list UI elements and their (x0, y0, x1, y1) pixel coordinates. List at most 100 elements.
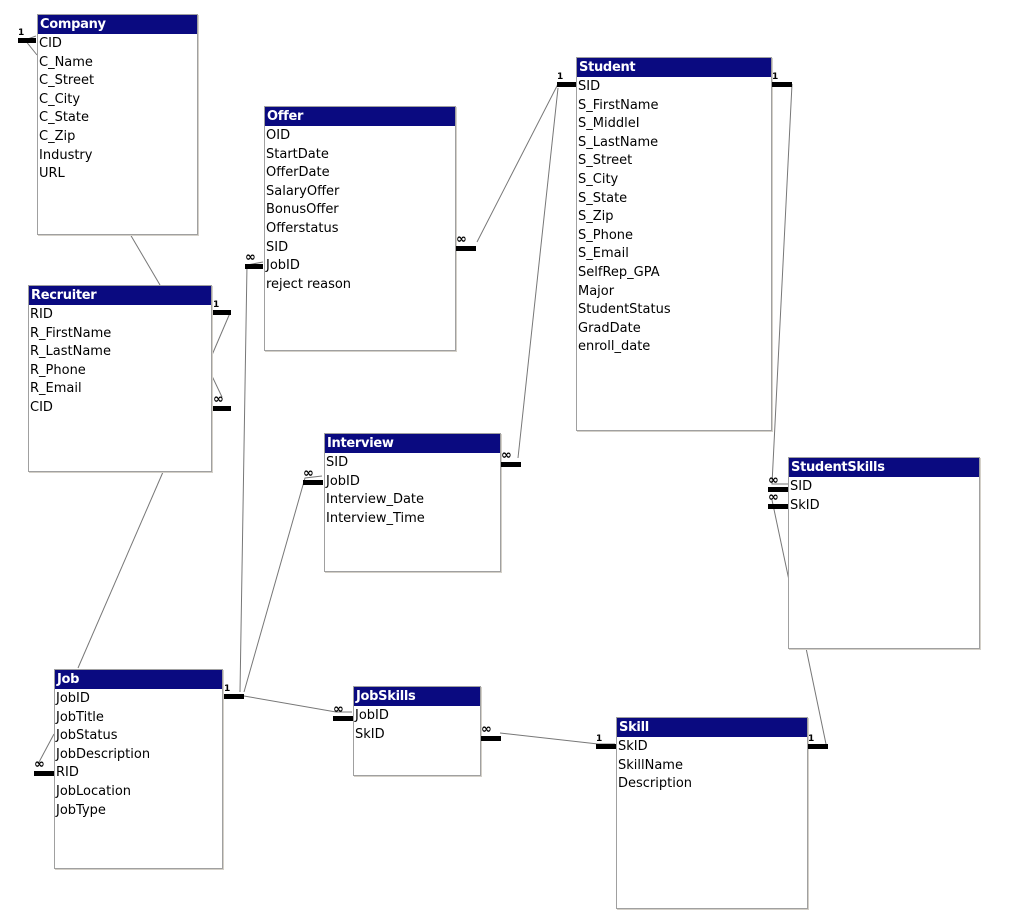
field-jobid[interactable]: JobID (56, 691, 90, 706)
cardinality-label: ∞ (303, 466, 314, 481)
link-recruiter-offer[interactable] (211, 375, 223, 398)
field-rid[interactable]: RID (56, 765, 79, 781)
table-title[interactable]: Skill (617, 718, 807, 737)
field-sid[interactable]: SID (326, 455, 349, 470)
cardinality-label: ∞ (213, 392, 224, 407)
cardinality-label: ∞ (768, 473, 779, 488)
field-salaryoffer[interactable]: SalaryOffer (266, 183, 340, 199)
link-studentskills-skill[interactable] (805, 647, 827, 745)
field-s-email[interactable]: S_Email (578, 246, 629, 262)
field-jobstatus[interactable]: JobStatus (56, 728, 118, 744)
field-cid[interactable]: CID (30, 399, 53, 415)
link-company-recruiter-2[interactable] (129, 233, 161, 286)
field-s-street[interactable]: S_Street (578, 153, 633, 169)
field-jobtype[interactable]: JobType (56, 802, 106, 818)
field-c-street[interactable]: C_Street (39, 73, 95, 89)
field-jobid[interactable]: JobID (326, 473, 360, 489)
field-description[interactable]: Description (618, 776, 693, 792)
field-cid[interactable]: CID (39, 36, 62, 51)
cardinality-many: ∞ (213, 393, 231, 411)
field-major[interactable]: Major (578, 283, 615, 299)
link-job-rid[interactable] (37, 733, 55, 765)
field-industry[interactable]: Industry (39, 147, 93, 163)
table-studentskills[interactable]: StudentSkills SID SkID (788, 457, 980, 649)
field-skid[interactable]: SkID (618, 739, 648, 754)
link-recruiter-job[interactable] (77, 471, 164, 669)
cardinality-one: 1 (808, 735, 828, 749)
field-oid[interactable]: OID (266, 128, 291, 143)
link-student-studentskills[interactable] (771, 83, 793, 485)
field-joblocation[interactable]: JobLocation (56, 783, 132, 799)
table-title[interactable]: Recruiter (29, 286, 211, 305)
field-s-city[interactable]: S_City (578, 171, 619, 187)
field-jobid[interactable]: JobID (266, 258, 300, 274)
table-jobskills[interactable]: JobSkills JobID SkID (353, 686, 481, 776)
field-graddate[interactable]: GradDate (578, 320, 641, 336)
link-offer-student[interactable] (476, 83, 576, 243)
cardinality-many: ∞ (768, 474, 788, 492)
field-sid[interactable]: SID (266, 239, 289, 255)
field-skid[interactable]: SkID (355, 726, 385, 742)
field-url[interactable]: URL (39, 166, 65, 182)
field-jobtitle[interactable]: JobTitle (56, 709, 104, 725)
field-interview-date[interactable]: Interview_Date (326, 492, 425, 508)
field-c-name[interactable]: C_Name (39, 54, 93, 70)
table-title[interactable]: Student (577, 58, 771, 77)
cardinality-many: ∞ (333, 703, 353, 721)
field-sid[interactable]: SID (578, 79, 601, 94)
link-student-studentskills-2[interactable] (771, 499, 791, 586)
field-interview-time[interactable]: Interview_Time (326, 510, 425, 526)
link-job-offer[interactable] (239, 261, 264, 693)
table-title[interactable]: Interview (325, 434, 500, 453)
field-c-city[interactable]: C_City (39, 91, 81, 107)
field-enroll-date[interactable]: enroll_date (578, 339, 651, 355)
table-title[interactable]: Company (38, 15, 197, 34)
cardinality-one: 1 (596, 735, 616, 749)
cardinality-label: 1 (596, 734, 603, 744)
field-s-middlei[interactable]: S_MiddleI (578, 116, 640, 132)
field-jobdescription[interactable]: JobDescription (56, 746, 151, 762)
table-title[interactable]: JobSkills (354, 687, 480, 706)
field-s-zip[interactable]: S_Zip (578, 209, 614, 225)
field-bonusoffer[interactable]: BonusOffer (266, 202, 339, 218)
field-offerdate[interactable]: OfferDate (266, 165, 330, 181)
field-skillname[interactable]: SkillName (618, 757, 683, 773)
link-interview-student[interactable] (517, 87, 559, 459)
cardinality-label: 1 (808, 734, 815, 744)
field-s-firstname[interactable]: S_FirstName (578, 97, 659, 113)
field-s-phone[interactable]: S_Phone (578, 227, 634, 243)
field-offerstatus[interactable]: Offerstatus (266, 220, 339, 236)
field-c-state[interactable]: C_State (39, 110, 89, 126)
field-rid[interactable]: RID (30, 307, 53, 322)
field-selfrep-gpa[interactable]: SelfRep_GPA (578, 264, 660, 280)
field-reject-reason[interactable]: reject reason (266, 276, 352, 292)
cardinality-label: 1 (224, 684, 231, 694)
field-startdate[interactable]: StartDate (266, 146, 329, 162)
link-job-interview[interactable] (243, 475, 323, 693)
field-skid[interactable]: SkID (790, 497, 820, 513)
table-title[interactable]: Offer (265, 107, 455, 126)
field-r-lastname[interactable]: R_LastName (30, 344, 111, 360)
field-sid[interactable]: SID (790, 479, 813, 494)
field-r-email[interactable]: R_Email (30, 381, 82, 397)
link-job-jobskills[interactable] (243, 695, 352, 713)
field-r-firstname[interactable]: R_FirstName (30, 325, 112, 341)
field-r-phone[interactable]: R_Phone (30, 362, 86, 378)
field-s-state[interactable]: S_State (578, 190, 628, 206)
field-studentstatus[interactable]: StudentStatus (578, 302, 671, 318)
field-jobid[interactable]: JobID (355, 708, 389, 723)
table-title[interactable]: StudentSkills (789, 458, 979, 477)
field-c-zip[interactable]: C_Zip (39, 128, 76, 144)
link-recruiter-self[interactable] (211, 312, 231, 356)
field-s-lastname[interactable]: S_LastName (578, 134, 659, 150)
table-title[interactable]: Job (55, 670, 222, 689)
cardinality-label: ∞ (768, 490, 779, 505)
